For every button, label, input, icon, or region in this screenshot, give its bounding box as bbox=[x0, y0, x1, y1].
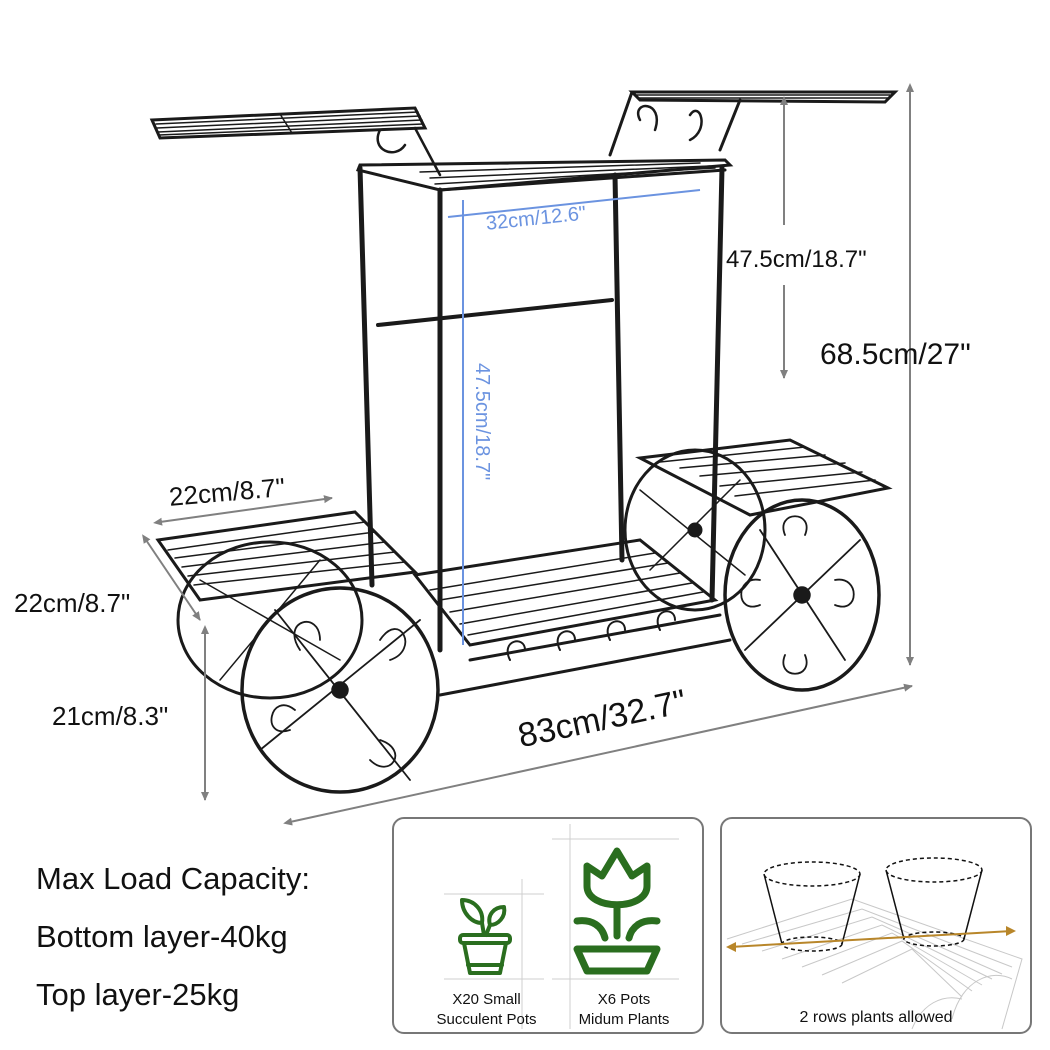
load-capacity-top: Top layer-25kg bbox=[36, 977, 240, 1012]
dimension-lines bbox=[142, 83, 914, 826]
load-capacity-title: Max Load Capacity: bbox=[36, 861, 310, 896]
pot-capacity-card: X20 Small Succulent Pots X6 Pots Midum P… bbox=[392, 817, 704, 1034]
medium-pots-caption: X6 Pots Midum Plants bbox=[554, 990, 694, 1030]
right-side-shelf bbox=[634, 438, 893, 517]
side-shelf-depth-label: 22cm/8.7" bbox=[14, 588, 131, 618]
car-roof-rack bbox=[726, 898, 1023, 1030]
sprout-pot-icon bbox=[458, 898, 512, 975]
small-pots-caption: X20 Small Succulent Pots bbox=[414, 990, 559, 1030]
rows-allowed-card: 2 rows plants allowed bbox=[720, 817, 1032, 1034]
medium-pots-line1: X6 Pots bbox=[597, 991, 651, 1008]
top-left-wing-shelf bbox=[149, 106, 442, 177]
small-pots-line2: Succulent Pots bbox=[436, 1011, 537, 1028]
center-top-shelf bbox=[355, 158, 734, 192]
load-capacity-bottom: Bottom layer-40kg bbox=[36, 919, 288, 954]
wheel-front-left bbox=[240, 586, 440, 794]
frame-posts bbox=[357, 165, 725, 653]
guide-lines bbox=[444, 824, 679, 1029]
wheel-front-right bbox=[723, 498, 881, 692]
rows-caption: 2 rows plants allowed bbox=[799, 1009, 953, 1026]
stand-frame bbox=[149, 90, 899, 794]
side-shelf-height-label: 21cm/8.3" bbox=[52, 701, 169, 731]
top-right-wing-shelf bbox=[608, 90, 899, 157]
upper-clearance-label: 47.5cm/18.7" bbox=[726, 246, 867, 273]
medium-pots-line2: Midum Plants bbox=[578, 1011, 670, 1028]
rows-illustration bbox=[726, 857, 1023, 1030]
row-arrow bbox=[726, 926, 1016, 952]
tulip-pot-icon bbox=[573, 847, 661, 975]
small-pots-line1: X20 Small bbox=[452, 991, 521, 1008]
blue-dimension-lines bbox=[447, 189, 701, 645]
wheel-back-right bbox=[623, 448, 767, 612]
left-side-shelf bbox=[155, 510, 419, 602]
total-height-label: 68.5cm/27" bbox=[820, 338, 971, 371]
inner-height-label: 47.5cm/18.7" bbox=[471, 363, 493, 481]
